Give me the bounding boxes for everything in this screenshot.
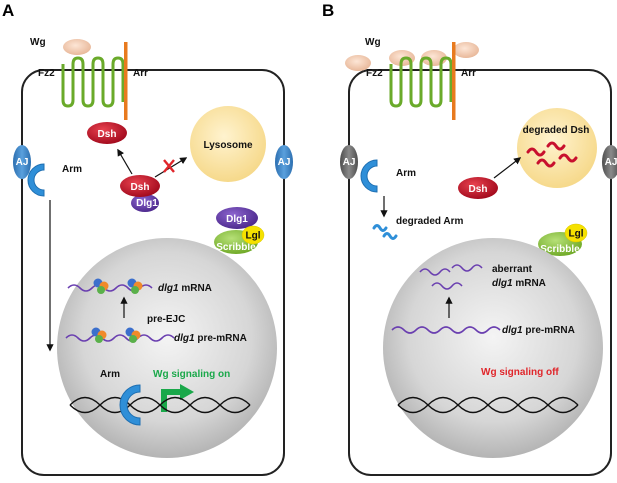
premrna-label-a: dlg1 pre-mRNA <box>174 333 247 344</box>
wg-ligand-icon <box>63 39 91 55</box>
lgl-label-a: Lgl <box>246 231 261 242</box>
dlg1-complex-a <box>131 194 159 212</box>
cell-membrane-b <box>348 69 612 476</box>
premrna-label-b: dlg1 pre-mRNA <box>502 325 575 336</box>
wg-label-b: Wg <box>365 37 381 48</box>
nucleus-a <box>57 238 277 458</box>
ejc-cluster-icon <box>93 278 143 294</box>
aj-left-label-b: AJ <box>343 157 356 168</box>
lysosome-a <box>190 106 266 182</box>
arrestin-bar-b-icon <box>452 42 456 120</box>
signaling-off-label: Wg signaling off <box>481 367 559 378</box>
arr-label-a: Arr <box>133 68 148 79</box>
pre-ejc-label: pre-EJC <box>147 314 185 325</box>
dlg1-scribble-a <box>216 207 258 229</box>
degraded-dsh-label: degraded Dsh <box>523 125 590 136</box>
dsh-cytosol-a <box>120 175 160 197</box>
degraded-dsh-fragments-icon <box>526 141 578 168</box>
arm-crescent-b-icon <box>360 159 378 193</box>
dsh-membrane-label-a: Dsh <box>98 129 117 140</box>
arrestin-bar-icon <box>124 42 128 120</box>
lgl-label-b: Lgl <box>569 229 584 240</box>
cell-membrane-a <box>21 69 285 476</box>
dsh-cytosol-label-b: Dsh <box>469 184 488 195</box>
arr-label-b: Arr <box>461 68 476 79</box>
dsh-membrane-a <box>87 122 127 144</box>
aj-right-label-b: AJ <box>605 157 617 168</box>
aj-right-a <box>275 145 293 179</box>
mrna-gene-a: dlg1 <box>158 283 179 294</box>
green-arrow-icon <box>161 384 194 412</box>
premrna-strand-b <box>391 326 501 334</box>
scribble-label-a: Scribble <box>216 242 256 253</box>
aj-right-label-a: AJ <box>278 157 291 168</box>
fz2-label-b: Fz2 <box>366 68 383 79</box>
mrna-suffix-a: mRNA <box>179 283 212 294</box>
lgl-b <box>564 223 588 243</box>
arm-nucleus-crescent-icon <box>119 384 141 426</box>
premrna-strand-a <box>65 334 175 342</box>
dna-helix-icon <box>69 396 251 414</box>
arm-label-b: Arm <box>396 168 416 179</box>
lgl-a <box>241 225 265 245</box>
dsh-degrade-arrow-b <box>493 157 522 179</box>
dlg1-scribble-label-a: Dlg1 <box>226 214 248 225</box>
scribble-label-b: Scribble <box>540 244 580 255</box>
dna-helix-b-icon <box>397 396 579 414</box>
panel-b: B Wg Fz2 Arr AJ AJ degraded Dsh Arm <box>322 1 617 476</box>
nucleus-b <box>383 238 603 458</box>
premrna-gene-a: dlg1 <box>174 333 195 344</box>
arm-label-a: Arm <box>62 164 82 175</box>
aj-left-a <box>13 145 31 179</box>
aj-left-b <box>340 145 358 179</box>
dsh-cytosol-label-a: Dsh <box>131 182 150 193</box>
signaling-on-label: Wg signaling on <box>153 369 230 380</box>
arm-nucleus-label: Arm <box>100 369 120 380</box>
aj-left-label-a: AJ <box>16 157 29 168</box>
panel-a: A Wg Fz2 Arr Dsh Lysosome AJ AJ Arm Dlg1 <box>2 1 293 476</box>
aberrant-label-line1: aberrant <box>492 264 533 275</box>
aberrant-mrna-strands <box>419 264 483 290</box>
dsh-recruit-arrow <box>117 148 133 175</box>
wg-ligand-b4 <box>453 42 479 58</box>
premrna-suffix-b: pre-mRNA <box>523 325 575 336</box>
mrna-label-a: dlg1 mRNA <box>158 283 212 294</box>
aberrant-gene: dlg1 <box>492 278 513 289</box>
wg-label-a: Wg <box>30 37 46 48</box>
fz2-receptor-icon <box>61 56 125 108</box>
aj-right-b <box>602 145 617 179</box>
lysosome-label-a: Lysosome <box>203 140 253 151</box>
panel-b-letter: B <box>322 1 334 20</box>
pre-ejc-cluster-icon <box>91 327 141 343</box>
aberrant-suffix: mRNA <box>513 278 546 289</box>
panel-a-letter: A <box>2 1 14 20</box>
arm-crescent-icon <box>27 163 45 197</box>
wg-ligand-b1 <box>345 55 371 71</box>
fz2-receptor-b-icon <box>389 56 453 108</box>
dsh-cytosol-b <box>458 177 498 199</box>
red-x-inhibition-icon <box>163 159 175 173</box>
premrna-suffix-a: pre-mRNA <box>195 333 247 344</box>
aberrant-label-line2: dlg1 mRNA <box>492 278 546 289</box>
dlg1-complex-label-a: Dlg1 <box>136 198 158 209</box>
degraded-arm-fragments-icon <box>372 224 398 240</box>
premrna-gene-b: dlg1 <box>502 325 523 336</box>
fz2-label-a: Fz2 <box>38 68 55 79</box>
degraded-arm-label: degraded Arm <box>396 216 464 227</box>
